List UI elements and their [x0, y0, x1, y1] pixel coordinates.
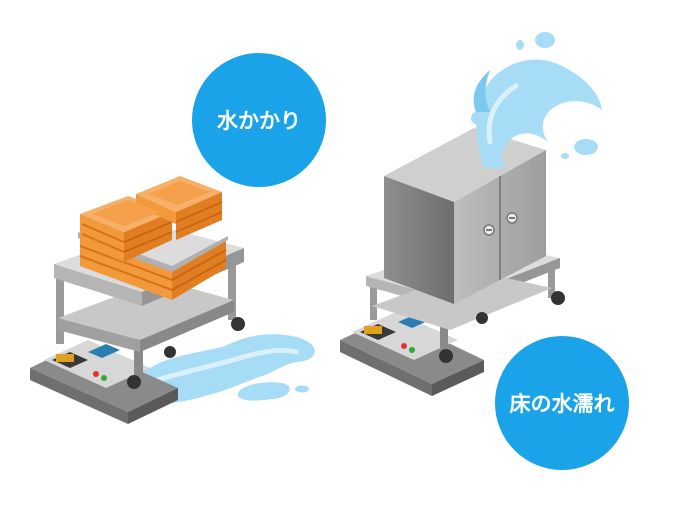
water-splash-label: 水かかり [217, 109, 301, 133]
stainless-cabinet-icon [384, 128, 546, 304]
floor-wet-label: 床の水濡れ [509, 392, 615, 416]
plastic-crate-stack-icon [78, 176, 228, 300]
floor-wet-badge: 床の水濡れ [495, 336, 629, 470]
water-splash-badge: 水かかり [192, 53, 326, 187]
water-splash-icon [471, 32, 602, 168]
agv-robot-left-icon [30, 340, 178, 424]
agv-robot-right-icon [340, 312, 484, 396]
